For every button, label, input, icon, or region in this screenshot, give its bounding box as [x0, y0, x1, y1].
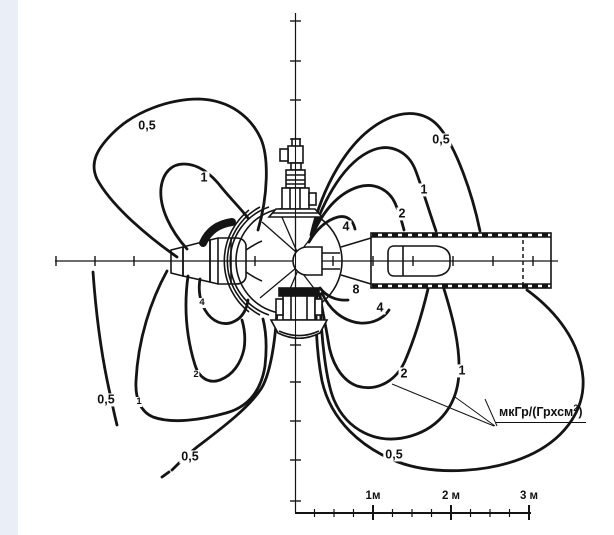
source-channel: [292, 246, 323, 276]
contour-0.5-se: [314, 288, 585, 473]
device-right-arm: [340, 232, 558, 289]
device-bottom-valve: [269, 287, 329, 346]
contour-0.5-sw-left: [91, 270, 119, 427]
contour-1-sw: [134, 269, 268, 423]
contour-8-se: [318, 286, 350, 302]
contour-0.5-sw-dash: [160, 470, 171, 479]
left-margin-strip: [0, 0, 18, 535]
horizontal-axis-ticks: [55, 256, 334, 266]
contour-0.5-ne: [309, 112, 482, 237]
leader-lines: [391, 383, 498, 427]
yoke-crescent: [199, 218, 236, 247]
contour-1-ne: [309, 146, 438, 240]
arm-grip: [387, 245, 451, 277]
contour-1-se: [318, 287, 461, 441]
contour-2-se: [318, 287, 430, 389]
device-drawing: [170, 137, 558, 350]
device-ball-body: [199, 206, 343, 316]
contour-0.5-nw: [92, 97, 268, 259]
distance-ruler: [295, 505, 531, 520]
contour-4-se: [320, 291, 391, 325]
contour-4-sw: [197, 277, 250, 325]
contour-1-nw: [159, 162, 250, 251]
axes: [55, 13, 372, 513]
contour-2-sw: [184, 274, 247, 383]
